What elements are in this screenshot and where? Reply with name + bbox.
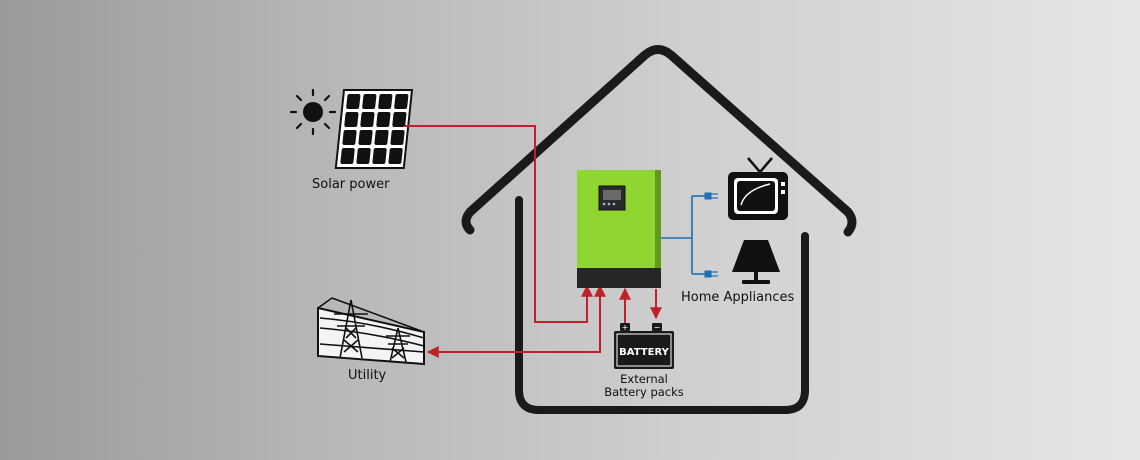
utility-to-inverter-line xyxy=(426,284,606,358)
solar-to-inverter-line xyxy=(405,125,593,323)
sun-icon xyxy=(289,88,337,136)
battery-caption-line1: External xyxy=(620,372,668,386)
utility-label: Utility xyxy=(348,368,387,383)
house-walls xyxy=(515,196,809,414)
lamp-icon xyxy=(732,240,780,284)
solar-panel-icon xyxy=(334,89,414,169)
svg-text:−: − xyxy=(654,323,661,332)
plug-icons xyxy=(704,192,718,278)
svg-text:+: + xyxy=(622,323,629,332)
power-tower-icon xyxy=(317,297,425,366)
solar-power-label: Solar power xyxy=(312,177,390,192)
battery-text: BATTERY xyxy=(619,347,669,358)
battery-caption: External Battery packs xyxy=(598,373,690,399)
tv-icon xyxy=(728,157,788,220)
home-appliances-label: Home Appliances xyxy=(681,290,795,305)
house-roof xyxy=(461,45,857,237)
appliance-lines xyxy=(661,195,705,275)
battery-icon: + − BATTERY xyxy=(614,323,674,369)
battery-caption-line2: Battery packs xyxy=(604,385,684,399)
inverter-icon xyxy=(577,170,661,288)
power-lines xyxy=(405,125,662,358)
